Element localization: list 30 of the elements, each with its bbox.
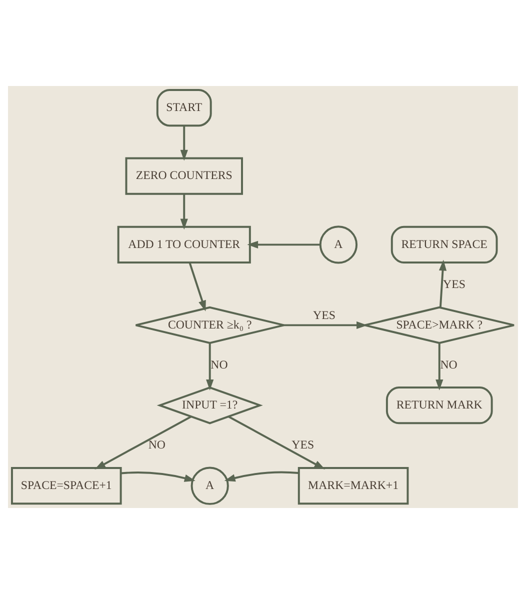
arrow <box>438 260 447 308</box>
node-box: SPACE=SPACE+1 <box>10 467 122 505</box>
node-diamond: INPUT =1? <box>156 386 263 424</box>
node-box: START <box>156 88 212 127</box>
arrow <box>120 472 196 482</box>
node-diamond: COUNTER ≥k₀ ? <box>134 306 285 344</box>
arrow <box>247 240 320 248</box>
node-box: RETURN MARK <box>386 386 493 424</box>
node-circle: A <box>319 226 358 264</box>
arrow <box>180 126 188 161</box>
arrow <box>188 262 206 312</box>
arrow <box>180 194 188 230</box>
node-box: ADD 1 TO COUNTER <box>117 226 251 264</box>
edge-label: YES <box>313 308 336 322</box>
arrow <box>206 343 214 390</box>
arrow <box>94 416 192 470</box>
edge-label: NO <box>148 437 166 452</box>
edge-label: YES <box>443 277 466 292</box>
arrow <box>224 471 299 482</box>
edge-label: NO <box>210 357 228 372</box>
node-circle: A <box>190 466 229 505</box>
edge-label: YES <box>292 437 314 452</box>
node-box: MARK=MARK+1 <box>298 467 409 505</box>
arrow <box>228 416 326 470</box>
node-diamond: SPACE>MARK ? <box>364 306 515 344</box>
node-box: ZERO COUNTERS <box>125 157 243 195</box>
arrow <box>284 321 368 330</box>
node-box: RETURN SPACE <box>390 226 498 264</box>
arrow <box>436 343 444 390</box>
edge-label: NO <box>440 357 458 372</box>
